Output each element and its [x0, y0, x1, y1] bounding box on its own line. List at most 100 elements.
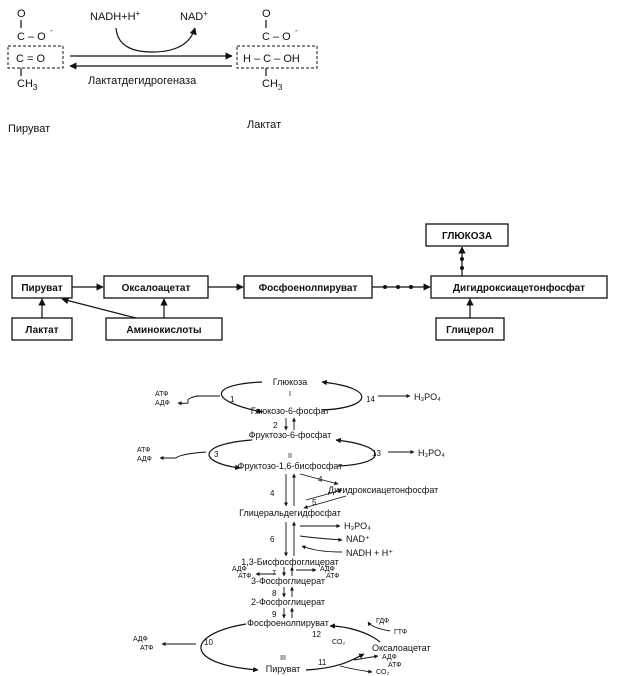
atp-3: АТФ — [137, 447, 151, 454]
step-9: 9 — [272, 610, 277, 619]
adp-1: АДФ — [155, 400, 170, 407]
pep-label: Фосфоенолпируват — [259, 282, 358, 294]
h3po4-14: H₃PO₄ — [414, 392, 441, 402]
nad-plus: NAD⁺ — [346, 534, 370, 544]
pg3-label: 3-Фосфоглицерат — [251, 576, 325, 586]
arc-step-12 — [329, 623, 381, 643]
pyruvate-name: Пируват — [8, 123, 50, 135]
lactate-ch3: CH3 — [262, 78, 283, 92]
step-12: 12 — [312, 630, 321, 639]
arc-step-14 — [321, 379, 363, 411]
gdp-label: ГДФ — [376, 618, 389, 625]
step-14: 14 — [366, 395, 375, 404]
dot — [409, 285, 413, 289]
f6p-label: Фруктозо-6-фосфат — [249, 430, 332, 440]
pyruvate-o-top: O — [17, 8, 26, 20]
ldh-reaction: O C – O - C = O CH3 Пируват NADH+H+ NAD+… — [7, 8, 318, 135]
cofactor-arc — [115, 27, 197, 53]
arrow-step-5-a — [303, 495, 347, 509]
step-2: 2 — [273, 421, 278, 430]
pyruvate-keto-group: C = O — [16, 53, 45, 65]
gtp-label: ГТФ — [394, 629, 407, 636]
lactate-name: Лактат — [247, 119, 281, 131]
dot — [460, 266, 464, 270]
pathway-diagram: Глюкоза I Глюкозо-6-фосфат Фруктозо-6-фо… — [133, 377, 445, 676]
gtp-arrow — [367, 621, 391, 632]
lactate-hydroxyl-box — [236, 45, 318, 69]
glucose-label: Глюкоза — [273, 377, 307, 387]
roman-i: I — [289, 391, 291, 398]
pyruvate-keto-box — [7, 45, 64, 69]
atp-10: АТФ — [140, 645, 154, 652]
lactate-label: Лактат — [25, 325, 58, 336]
glucose-label: ГЛЮКОЗА — [442, 231, 492, 242]
pyruvate-label: Пируват — [266, 664, 301, 674]
co2-arrow-11 — [339, 665, 373, 674]
atp-adp-arrow-1 — [177, 395, 199, 406]
pg2-label: 2-Фосфоглицерат — [251, 597, 325, 607]
gap-label: Глицеральдегидфосфат — [239, 508, 341, 518]
dhap-label: Дигидроксиацетонфосфат — [328, 485, 438, 495]
step-4: 4 — [270, 489, 275, 498]
arc-step-11 — [305, 653, 365, 671]
lactate-carboxyl: C – O — [262, 31, 291, 43]
nad-label: NAD+ — [180, 9, 208, 23]
pep-label: Фосфоенолпируват — [247, 618, 329, 628]
nadh: NADH + H⁺ — [346, 548, 393, 558]
step-6: 6 — [270, 535, 275, 544]
atp-11: АТФ — [388, 662, 402, 669]
co2-12: CO₂ — [332, 639, 346, 646]
nad-arrow — [299, 535, 343, 542]
arrow-step-5-b — [305, 489, 343, 501]
step-11: 11 — [318, 658, 327, 667]
step-7: 7 — [272, 570, 276, 577]
atp-adp-arrow-3 — [159, 451, 207, 461]
adp-10: АДФ — [133, 636, 148, 643]
step-4b: 4 — [318, 475, 323, 484]
oxaloacetate-label: Оксалоацетат — [122, 283, 191, 294]
roman-iii: III — [280, 655, 286, 662]
pyruvate-minus: - — [50, 26, 53, 35]
roman-ii: II — [288, 453, 292, 460]
nadh-arrow — [301, 545, 343, 553]
step-8: 8 — [272, 589, 277, 598]
adp-3: АДФ — [137, 456, 152, 463]
dhap-label: Дигидроксиацетонфосфат — [453, 282, 585, 294]
adp-7a: АДФ — [232, 566, 247, 573]
step-5: 5 — [312, 498, 317, 507]
co2-11: CO₂ — [376, 669, 390, 676]
g6p-label: Глюкозо-6-фосфат — [251, 406, 330, 416]
nadh-label: NADH+H+ — [90, 9, 141, 23]
step-10: 10 — [204, 638, 213, 647]
bpg13-label: 1,3-Бисфосфоглицерат — [241, 557, 339, 567]
enzyme-label: Лактатдегидрогеназа — [88, 75, 197, 87]
step-13: 13 — [372, 449, 381, 458]
atp-arrow-11 — [353, 654, 379, 661]
arrow-to-dhap — [299, 473, 339, 486]
adp-11: АДФ — [382, 654, 397, 661]
arrow-aminoacids-pyruvate — [61, 297, 137, 319]
dot — [396, 285, 400, 289]
atp-7a: АТФ — [238, 573, 252, 580]
dhap-box — [430, 275, 608, 299]
lactate-o-top: O — [262, 8, 271, 20]
arc-step-10 — [200, 623, 259, 673]
oxaloacetate-label: Оксалоацетат — [372, 643, 431, 653]
dot — [460, 257, 464, 261]
adp-7b: АДФ — [320, 566, 335, 573]
atp-7b: АТФ — [326, 573, 340, 580]
gluconeogenesis-scheme: Пируват Оксалоацетат Фосфоенолпируват Ди… — [11, 223, 608, 341]
arc-step-3 — [208, 439, 253, 471]
h3po4-13: H₃PO₄ — [418, 448, 445, 458]
lactate-hydroxyl-group: H – C – OH — [243, 53, 300, 65]
step-3: 3 — [214, 450, 219, 459]
h3po4-6: H₃PO₄ — [344, 521, 371, 531]
dot — [383, 285, 387, 289]
f16bp-label: Фруктозо-1,6-бисфосфат — [238, 461, 343, 471]
arc-step-13 — [335, 437, 376, 467]
lactate-structure: O C – O - H – C – OH CH3 Лактат — [236, 8, 318, 131]
pyruvate-carboxyl: C – O — [17, 31, 46, 43]
arc-step-1 — [220, 381, 263, 414]
lactate-minus: - — [295, 26, 298, 35]
